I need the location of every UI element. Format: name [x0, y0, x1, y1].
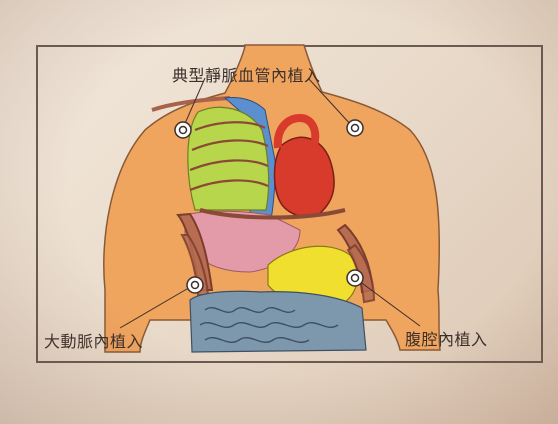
label-abdominal-implant: 腹腔內植入: [405, 326, 488, 350]
implant-marker-abdomen: [347, 270, 363, 286]
implant-marker-aorta: [187, 277, 203, 293]
implant-marker-left-shoulder: [175, 122, 191, 138]
implant-marker-right-shoulder: [347, 120, 363, 136]
heart: [275, 137, 335, 217]
label-typical-vein-implant: 典型靜脈血管內植入: [172, 62, 321, 86]
label-aorta-implant: 大動脈內植入: [44, 328, 143, 352]
intestines: [190, 291, 366, 352]
